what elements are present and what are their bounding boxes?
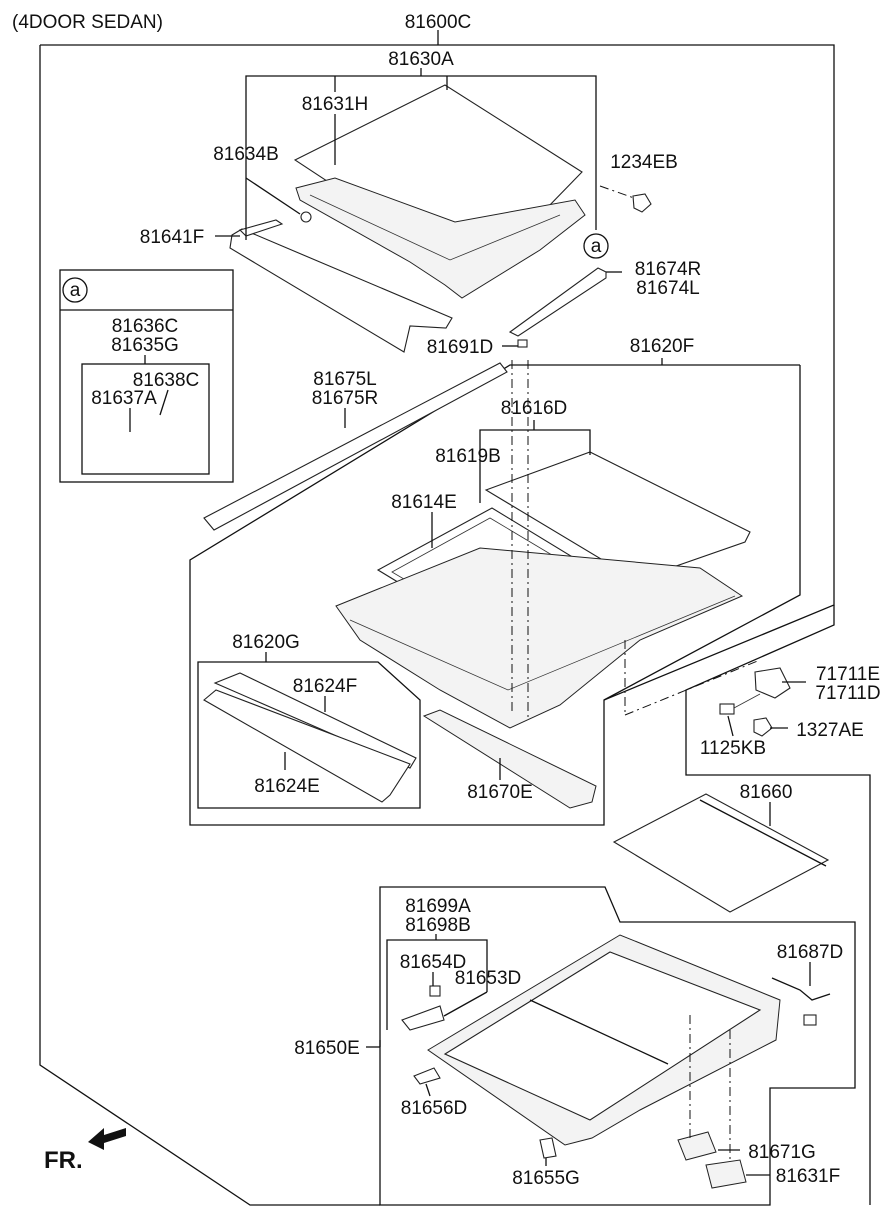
- label-1125KB: 1125KB: [700, 738, 766, 759]
- outline-81620F-group: [603, 365, 801, 701]
- label-81624F: 81624F: [293, 676, 357, 697]
- cable-81687D-plug: [803, 1014, 817, 1026]
- label-81654D: 81654D: [400, 952, 467, 973]
- label-81698B: 81698B: [405, 915, 471, 936]
- leader-81634B: [245, 177, 301, 215]
- label-81616D: 81616D: [501, 398, 568, 419]
- roof-frame-rail: [349, 595, 736, 691]
- label-81614E: 81614E: [391, 492, 457, 513]
- seal-81674: [508, 267, 607, 337]
- callout-marker-top: a: [591, 236, 602, 257]
- deflector-81624E: [203, 689, 411, 803]
- motor-81631F: [705, 1159, 747, 1189]
- outline-outer-assembly: [39, 45, 380, 1206]
- label-81620G: 81620G: [232, 632, 300, 653]
- callout-a-box: [59, 269, 234, 483]
- label-81675R: 81675R: [312, 388, 379, 409]
- strip-81641F: [229, 228, 453, 353]
- callout-marker-circle-top: [583, 233, 609, 259]
- label-81624E: 81624E: [254, 776, 320, 797]
- leader-81653D: [443, 991, 488, 1017]
- nut-1327AE: [753, 717, 773, 737]
- label-81687D: 81687D: [777, 942, 844, 963]
- leader-81656D: [425, 1083, 431, 1097]
- label-81635G: 81635G: [111, 335, 179, 356]
- label-81634B: 81634B: [213, 144, 279, 165]
- leader-81638C: [159, 389, 169, 416]
- page-title: (4DOOR SEDAN): [12, 12, 163, 33]
- label-81641F: 81641F: [140, 227, 204, 248]
- label-81637A: 81637A: [91, 388, 157, 409]
- label-81674R: 81674R: [635, 259, 702, 280]
- bracket-81653D: [401, 1005, 445, 1031]
- cable-81687D: [771, 977, 831, 1001]
- clip-81655G: [539, 1137, 557, 1159]
- label-81600C: 81600C: [405, 12, 472, 33]
- label-81619B: 81619B: [435, 446, 501, 467]
- sunshade-81660: [612, 793, 830, 913]
- strip-81641F-seal: [238, 219, 284, 237]
- label-81671G: 81671G: [748, 1142, 816, 1163]
- clip-81634B: [300, 211, 312, 223]
- label-81653D: 81653D: [455, 968, 522, 989]
- outline-81600C-group: [40, 44, 835, 826]
- label-81660: 81660: [740, 782, 793, 803]
- frame-assembly-opening: [443, 951, 762, 1121]
- bolt-1125KB: [719, 703, 735, 715]
- bracket-71711: [754, 667, 791, 699]
- align-line-7: [599, 185, 635, 199]
- outline-81650E-group: [379, 886, 856, 1206]
- leader-81616D: [479, 429, 591, 503]
- front-arrow-icon: [88, 1128, 126, 1150]
- label-1327AE: 1327AE: [796, 720, 864, 741]
- outline-81620G-group: [197, 661, 421, 809]
- tube-81670E: [422, 709, 597, 809]
- clip-81691D: [517, 339, 528, 348]
- label-81631H: 81631H: [302, 94, 369, 115]
- label-81655G: 81655G: [512, 1168, 580, 1189]
- bracket-81656D: [413, 1067, 441, 1085]
- label-81674L: 81674L: [636, 278, 699, 299]
- label-81670E: 81670E: [467, 782, 533, 803]
- label-81631F: 81631F: [776, 1166, 840, 1187]
- label-81699A: 81699A: [405, 896, 471, 917]
- frame-assembly-crossbar: [529, 999, 669, 1065]
- label-71711D: 71711D: [815, 683, 880, 704]
- strip-81675: [203, 362, 508, 531]
- leader-1125KB: [727, 715, 734, 737]
- label-81675L: 81675L: [313, 369, 376, 390]
- label-81691D: 81691D: [427, 337, 494, 358]
- nut-1234EB: [632, 193, 652, 213]
- outline-81698B-group: [386, 939, 488, 1030]
- roof-frame-81620F: [335, 547, 744, 729]
- clip-81654D: [429, 985, 441, 997]
- label-81638C: 81638C: [133, 370, 200, 391]
- bolt-leader: [733, 693, 761, 709]
- label-81620F: 81620F: [630, 336, 694, 357]
- align-line-4: [624, 659, 761, 716]
- frame-inner-rail: [309, 194, 561, 261]
- callout-marker-circle-box: [62, 277, 88, 303]
- outline-motor-group: [685, 605, 871, 1205]
- motor-81671G: [677, 1131, 717, 1161]
- label-81636C: 81636C: [112, 316, 179, 337]
- callout-marker-box: a: [70, 280, 81, 301]
- label-81650E: 81650E: [294, 1038, 360, 1059]
- sunroof-frame-81630A: [295, 177, 586, 299]
- label-1234EB: 1234EB: [610, 152, 678, 173]
- front-direction-label: FR.: [44, 1147, 83, 1174]
- label-81630A: 81630A: [388, 49, 454, 70]
- label-71711E: 71711E: [816, 664, 880, 685]
- label-81656D: 81656D: [401, 1098, 468, 1119]
- sunshade-roll: [699, 799, 827, 867]
